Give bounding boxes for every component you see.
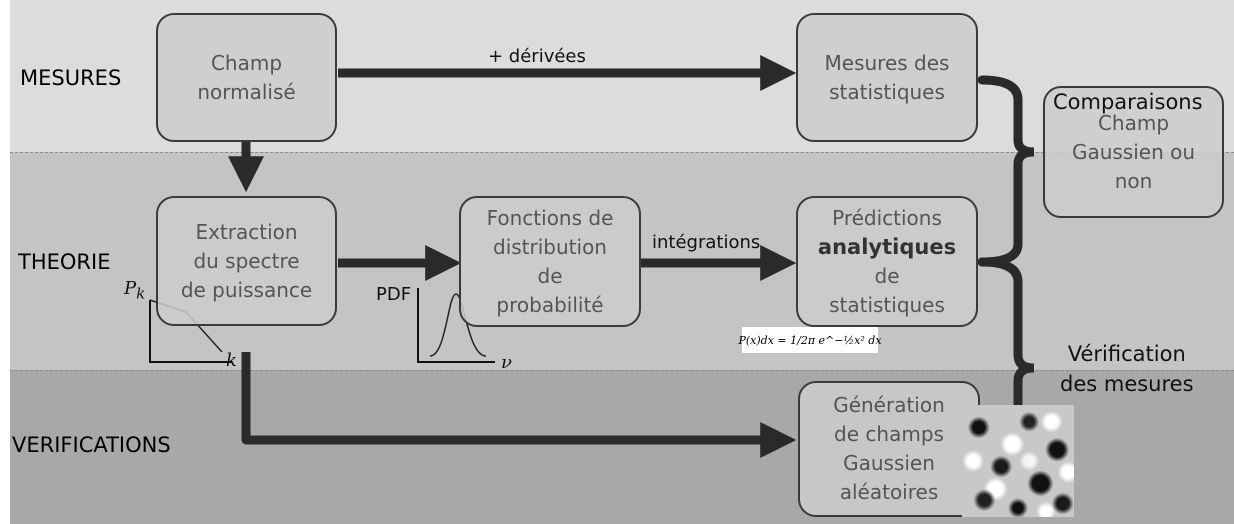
box-champ-normalise: Champ normalisé (156, 13, 337, 142)
box-champ-line-1: Champ (210, 50, 283, 75)
box-extraction-line-1: Extraction (195, 219, 298, 244)
gaussian-formula: P(x)dx = 1/2π e^−½x² dx (738, 327, 882, 353)
box-champ-gaussien: Champ Gaussien ou non (1043, 86, 1224, 218)
label-integrations: intégrations (652, 232, 761, 253)
label-verification-line-1: Vérification (1067, 342, 1186, 366)
spectrum-y-sub: k (136, 284, 146, 303)
box-extraction-line-2: du spectre (193, 248, 300, 273)
box-fonctions-line-3: de (537, 263, 563, 288)
box-gaussien-line-3: non (1114, 168, 1153, 193)
brace-comparaisons (977, 75, 1035, 267)
box-predictions-line-1: Prédictions (832, 205, 942, 230)
row-label-mesures: MESURES (20, 66, 122, 90)
row-label-verifications: VERIFICATIONS (12, 433, 171, 457)
box-generation-line-3: Gaussien (843, 451, 935, 475)
label-derivees: + dérivées (488, 46, 586, 67)
box-generation-line-2: de champs (834, 422, 944, 446)
box-fonctions-line-2: distribution (493, 234, 607, 259)
spectrum-x-label: k (226, 350, 237, 371)
pdf-x-label: ν (501, 352, 512, 373)
box-fonctions-line-4: probabilité (496, 292, 604, 317)
box-mesures-line-2: statistiques (829, 79, 945, 104)
box-fonctions-distribution: Fonctions de distribution de probabilité (459, 196, 641, 327)
pdf-axes (417, 288, 495, 363)
row-label-theorie: THEORIE (18, 250, 111, 274)
box-generation-champs: Génération de champs Gaussien aléatoires (798, 381, 980, 517)
pdf-inset (417, 288, 495, 363)
box-predictions-analytiques: Prédictions analytiques de statistiques (796, 196, 978, 327)
box-mesures-line-1: Mesures des (824, 50, 950, 75)
label-comparaisons: Comparaisons (1053, 90, 1203, 114)
label-verification: Vérification des mesures (1060, 339, 1194, 399)
arrow-extraction-to-generation (241, 352, 797, 458)
box-gaussien-line-1: Champ (1097, 110, 1170, 135)
box-champ-line-2: normalisé (197, 79, 296, 104)
spectrum-y-letter: P (124, 278, 137, 299)
spectrum-axes (149, 300, 232, 363)
box-predictions-line-4: statistiques (829, 292, 945, 317)
pdf-curve (429, 293, 487, 357)
box-predictions-line-2: analytiques (817, 234, 957, 259)
label-verification-line-2: des mesures (1060, 372, 1194, 396)
gaussian-field-image (962, 405, 1074, 517)
box-predictions-line-3: de (874, 263, 900, 288)
box-gaussien-line-2: Gaussien ou (1071, 139, 1196, 164)
box-generation-line-4: aléatoires (839, 480, 939, 504)
box-mesures-statistiques: Mesures des statistiques (796, 13, 978, 142)
spectrum-y-label: Pk (124, 278, 145, 303)
box-extraction-line-3: de puissance (180, 277, 313, 302)
box-fonctions-line-1: Fonctions de (486, 205, 614, 230)
pdf-y-label: PDF (376, 284, 412, 305)
box-generation-line-1: Génération (833, 393, 945, 417)
box-extraction-spectre: Extraction du spectre de puissance (156, 196, 337, 326)
